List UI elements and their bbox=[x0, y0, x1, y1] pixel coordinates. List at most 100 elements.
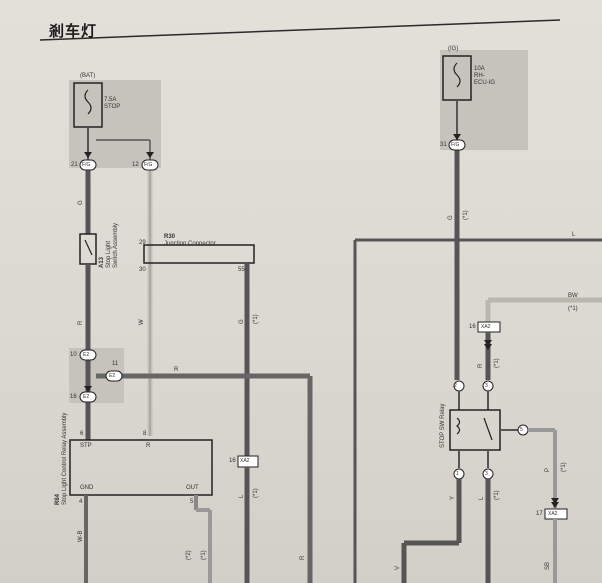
relay-pin-3-text: 3 bbox=[485, 383, 488, 389]
wire-label-r-relay: R bbox=[478, 363, 484, 368]
stop-switch-name-1: Stop Light bbox=[106, 240, 112, 268]
connector-e2-2 bbox=[105, 370, 123, 382]
wire-label-bw: BW bbox=[568, 293, 578, 299]
pin-55: 55 bbox=[238, 267, 245, 273]
connector-fg-ig bbox=[448, 139, 466, 151]
pin-16: 16 bbox=[70, 394, 77, 400]
arrow-ig bbox=[453, 134, 461, 140]
relay-contact-icon bbox=[483, 417, 493, 441]
wire-label-wb: W-B bbox=[78, 530, 84, 542]
wire-label-g-junction: G bbox=[239, 319, 245, 324]
pin-12: 12 bbox=[132, 162, 139, 168]
wire-label-r-relay-note: (*1) bbox=[494, 358, 500, 368]
wire-label-ecu-out-note: (*1) bbox=[201, 550, 207, 560]
pin-6: 6 bbox=[80, 431, 84, 437]
connector-e2-1 bbox=[79, 349, 97, 361]
relay-name: STOP SW Relay bbox=[440, 403, 446, 448]
ecu-term-stp: STP bbox=[80, 443, 92, 449]
relay-coil-icon bbox=[456, 417, 461, 435]
pin-11: 11 bbox=[112, 361, 119, 367]
wire-label-l-relay: L bbox=[479, 496, 485, 500]
wire-label-y: Y bbox=[450, 495, 456, 500]
arrow-xa2b-2 bbox=[484, 344, 492, 350]
ig-fuse-icon bbox=[453, 62, 461, 88]
connector-e2-3 bbox=[79, 391, 97, 403]
arrow-xa2b-1 bbox=[484, 340, 492, 346]
ecu-term-out: OUT bbox=[186, 485, 199, 491]
wire-label-p-note: (*1) bbox=[561, 462, 567, 472]
stop-switch-name-2: Switch Assembly bbox=[113, 222, 119, 268]
wire-label-g: G bbox=[78, 200, 84, 205]
xa2a-text: XA2 bbox=[240, 458, 250, 464]
pin-5: 5 bbox=[190, 499, 194, 505]
ig-fuse-amp: 10A bbox=[474, 66, 485, 72]
fuse-box-zone bbox=[69, 80, 161, 168]
pin-8: 8 bbox=[143, 431, 147, 437]
pin-29: 29 bbox=[139, 240, 146, 246]
relay-pin-5-text: 5 bbox=[520, 427, 523, 433]
bat-fuse-amp: 7.5A bbox=[104, 97, 117, 103]
wire-label-p: P bbox=[545, 467, 551, 472]
wire-label-l: L bbox=[572, 232, 576, 238]
pin-4: 4 bbox=[79, 499, 83, 505]
bat-fuse-icon bbox=[84, 89, 92, 115]
wire-label-r-bottom: R bbox=[300, 555, 306, 560]
ecu-term-gnd: GND bbox=[80, 485, 94, 491]
wire-label-l-relay-note: (*1) bbox=[494, 490, 500, 500]
pin-17: 17 bbox=[536, 511, 543, 517]
ig-fuse-name-2: ECU-IG bbox=[474, 80, 495, 86]
wire-label-w: W bbox=[139, 319, 145, 325]
xa2c-text: XA2 bbox=[548, 511, 558, 517]
wire-label-l-bottom: L bbox=[239, 494, 245, 498]
wire-label-sb: SB bbox=[545, 561, 551, 570]
stop-switch-box bbox=[79, 233, 97, 265]
ig-label: (IG) bbox=[448, 46, 459, 52]
wire-label-r: R bbox=[78, 320, 84, 325]
arrow-xa2c-1 bbox=[551, 498, 559, 504]
wire-label-bw-note: (*1) bbox=[568, 306, 578, 312]
arrow-bat-1 bbox=[84, 152, 92, 158]
ecu-code: R84 bbox=[55, 493, 61, 505]
pin-16-left: 16 bbox=[229, 458, 236, 464]
pin-16-right: 16 bbox=[469, 324, 476, 330]
ig-fuse-name-1: RH- bbox=[474, 73, 485, 79]
stop-switch-code: A13 bbox=[99, 256, 105, 268]
junction-name: Junction Connector bbox=[164, 241, 216, 247]
e2-3-text: E2 bbox=[83, 394, 90, 400]
wire-label-g-ig-note: (*1) bbox=[463, 210, 469, 220]
fg-ig-text: F/G bbox=[451, 142, 460, 148]
e2-1-text: E2 bbox=[83, 352, 90, 358]
stop-switch-contact bbox=[84, 239, 93, 256]
fg2-text: F/G bbox=[144, 162, 153, 168]
stop-sw-relay-box bbox=[449, 409, 501, 451]
ecu-term-r: R bbox=[146, 443, 151, 449]
arrow-bat-2 bbox=[146, 152, 154, 158]
arrow-splice bbox=[84, 386, 92, 392]
relay-pin-1-text: 1 bbox=[456, 471, 459, 477]
wire-label-r-horizontal: R bbox=[174, 367, 179, 373]
bat-fuse-name: STOP bbox=[104, 104, 121, 110]
junction-connector-box bbox=[143, 244, 255, 264]
e2-2-text: E2 bbox=[109, 373, 116, 379]
arrow-xa2c-2 bbox=[551, 502, 559, 508]
connector-fg-2 bbox=[141, 159, 159, 171]
page-title: 剎车灯 bbox=[49, 22, 98, 40]
wire-label-g-ig: G bbox=[448, 215, 454, 220]
bat-label: (BAT) bbox=[80, 73, 96, 79]
wire-label-g-junction-note: (*1) bbox=[253, 314, 259, 324]
pin-31: 31 bbox=[440, 142, 447, 148]
ecu-box bbox=[69, 439, 213, 496]
relay-pin-3b-text: 3 bbox=[485, 471, 488, 477]
junction-code: R30 bbox=[164, 234, 176, 240]
pin-10: 10 bbox=[70, 352, 77, 358]
connector-fg-1 bbox=[79, 159, 97, 171]
wire-label-ecu-out: (*2) bbox=[186, 550, 192, 560]
wire-label-v: V bbox=[395, 565, 401, 570]
ecu-name: Stop Light Control Relay Assembly bbox=[62, 412, 68, 505]
fg1-text: F/G bbox=[82, 162, 91, 168]
pin-30: 30 bbox=[139, 267, 146, 273]
xa2b-text: XA2 bbox=[481, 324, 491, 330]
relay-pin-2-text: 2 bbox=[454, 383, 457, 389]
